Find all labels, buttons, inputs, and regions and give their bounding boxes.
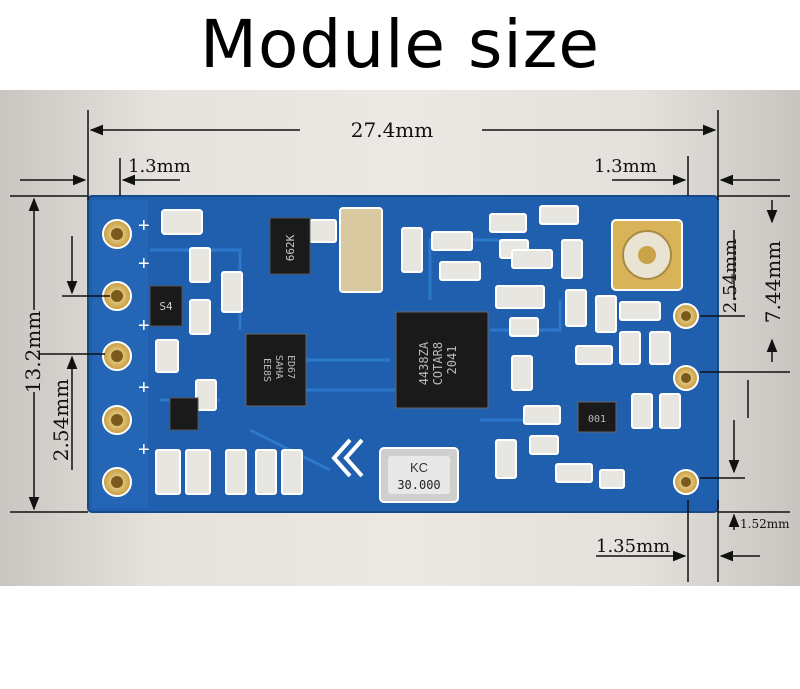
mcu-label-3: EE8S [261, 358, 272, 382]
rf-chip: 4438ZA COTAR8 2041 [395, 311, 489, 409]
pin-label: + [138, 253, 150, 275]
dim-hole-offset-label: 1.52mm [740, 517, 790, 531]
chip-001: 001 [577, 401, 617, 433]
transistor [169, 397, 199, 431]
mcu-label-2: SAHA [273, 355, 284, 379]
dim-height-label: 13.2mm [21, 311, 45, 393]
pin-label: + [138, 377, 150, 399]
page-title: Module size [200, 6, 600, 83]
crystal-frequency: 30.000 [397, 478, 440, 492]
dim-right-margin-label: 1.3mm [594, 156, 657, 177]
svg-text:4438ZA COTAR8 2041: 4438ZA COTAR8 2041 [417, 335, 459, 386]
antenna-connector [611, 219, 683, 291]
chip-001-label: 001 [588, 414, 606, 425]
crystal-logo: KC [410, 460, 428, 475]
chip-662k-label: 662K [284, 234, 297, 261]
dim-length-label: 27.4mm [351, 118, 433, 142]
pin-label: + [138, 215, 150, 237]
board-logo [331, 438, 364, 478]
left-pin-pads: + + + + + [102, 215, 150, 497]
dim-left-margin-label: 1.3mm [128, 156, 191, 177]
dim-bottom-offset-label: 1.35mm [596, 536, 670, 557]
svg-text:ED67 SAHA EE8S: ED67 SAHA EE8S [261, 355, 296, 385]
pin-label: + [138, 439, 150, 461]
chip-s4: S4 [149, 285, 183, 327]
chip-s4-label: S4 [159, 300, 173, 313]
dim-pitch-left-label: 2.54mm [49, 379, 73, 461]
chip-662k: 662K [269, 217, 311, 275]
dimension-lines [10, 110, 790, 582]
mcu-label-1: ED67 [285, 355, 296, 379]
rf-label-3: 2041 [445, 346, 459, 375]
mcu-chip: ED67 SAHA EE8S [245, 333, 307, 407]
dimension-labels: 27.4mm 1.3mm 1.3mm 13.2mm 2.54mm 2.54mm … [21, 118, 790, 557]
dim-right-span-label: 7.44mm [761, 241, 785, 323]
rf-label-1: 4438ZA [417, 341, 431, 385]
rf-label-2: COTAR8 [431, 342, 445, 385]
pin-label: + [138, 315, 150, 337]
right-pin-pads [673, 303, 699, 495]
passive-components [155, 205, 681, 495]
crystal: KC 30.000 [379, 447, 459, 503]
dim-pitch-right-label: 2.54mm [720, 239, 741, 313]
